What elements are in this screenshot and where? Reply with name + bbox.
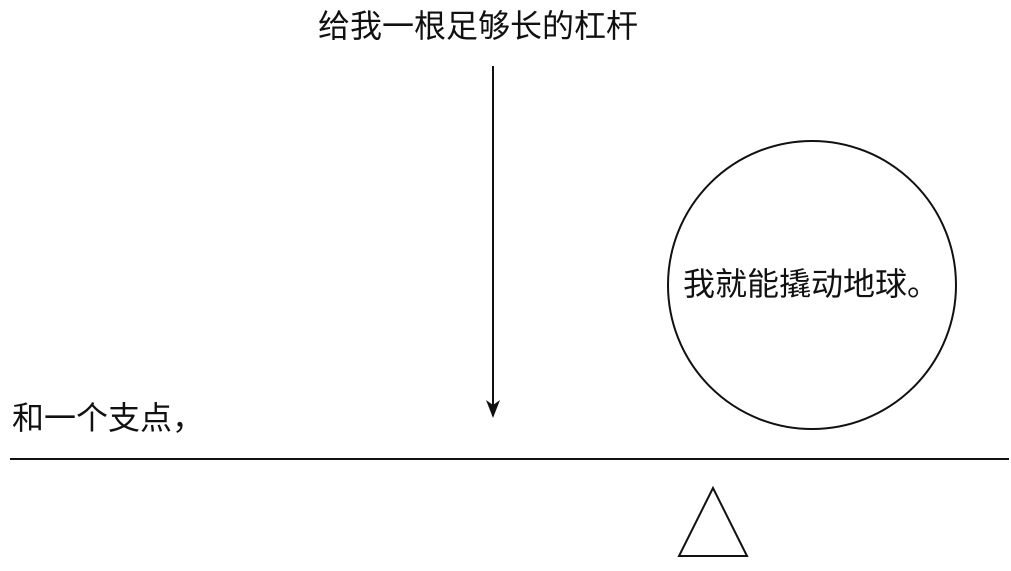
earth-caption: 我就能撬动地球。 [683, 265, 940, 303]
fulcrum-triangle [677, 485, 749, 557]
top-caption: 给我一根足够长的杠杆 [318, 7, 639, 45]
earth-circle [667, 140, 957, 430]
fulcrum-caption: 和一个支点， [12, 399, 205, 437]
force-arrowhead-icon [486, 400, 500, 418]
